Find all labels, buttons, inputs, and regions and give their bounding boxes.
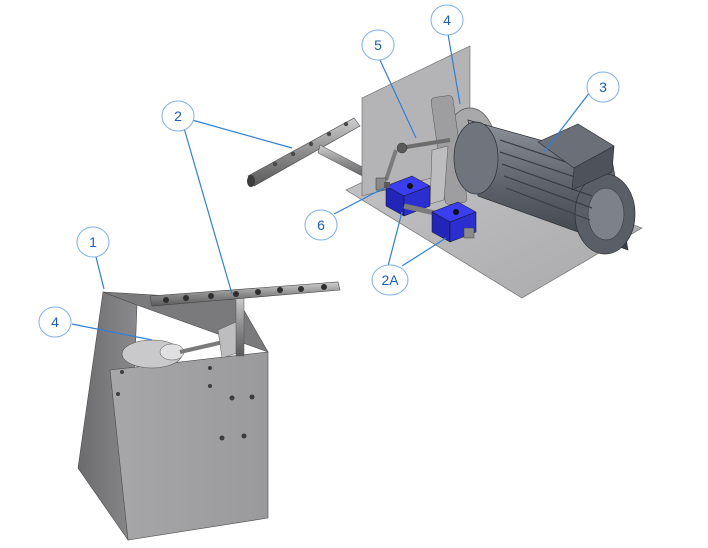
box-enclosure	[77, 281, 341, 541]
crank-linkage	[384, 138, 451, 205]
box-bolt-holes	[116, 366, 255, 441]
callout-6: 6	[304, 209, 338, 241]
box-front-panel	[109, 351, 269, 541]
callout-3: 3	[586, 71, 620, 103]
callout-4-motor: 4	[430, 4, 464, 36]
leader-c1	[95, 256, 105, 290]
callout-6-label: 6	[317, 217, 325, 233]
box-riser-pipe	[235, 295, 245, 357]
bearing-block-right	[431, 201, 477, 243]
callout-2a: 2A	[371, 264, 409, 296]
leader-c6	[333, 187, 385, 215]
callout-1-label: 1	[89, 234, 97, 250]
leader-c2a-right	[401, 237, 447, 267]
leader-lines	[71, 33, 591, 341]
callout-1: 1	[76, 226, 110, 258]
motor-base-assembly	[345, 45, 643, 299]
callout-3-label: 3	[599, 79, 607, 95]
callout-5-label: 5	[374, 37, 382, 53]
callout-5: 5	[361, 29, 395, 61]
callout-4-motor-label: 4	[443, 12, 451, 28]
leader-c4-motor	[447, 33, 461, 105]
leader-c3	[543, 91, 591, 153]
callout-2: 2	[161, 100, 195, 132]
leader-c2a-left	[387, 211, 403, 267]
spray-bar-t-assembly	[247, 117, 373, 187]
callout-4-box: 4	[38, 306, 72, 338]
electric-motor	[453, 119, 636, 255]
leader-c5	[379, 59, 417, 139]
callout-2a-label: 2A	[381, 272, 399, 288]
callout-2-label: 2	[174, 108, 182, 124]
leader-c4-box	[71, 323, 153, 341]
box-spray-bar	[149, 281, 341, 307]
leader-c2-lower	[183, 127, 233, 295]
leader-c2-upper	[191, 119, 293, 149]
callout-4-box-label: 4	[51, 314, 59, 330]
